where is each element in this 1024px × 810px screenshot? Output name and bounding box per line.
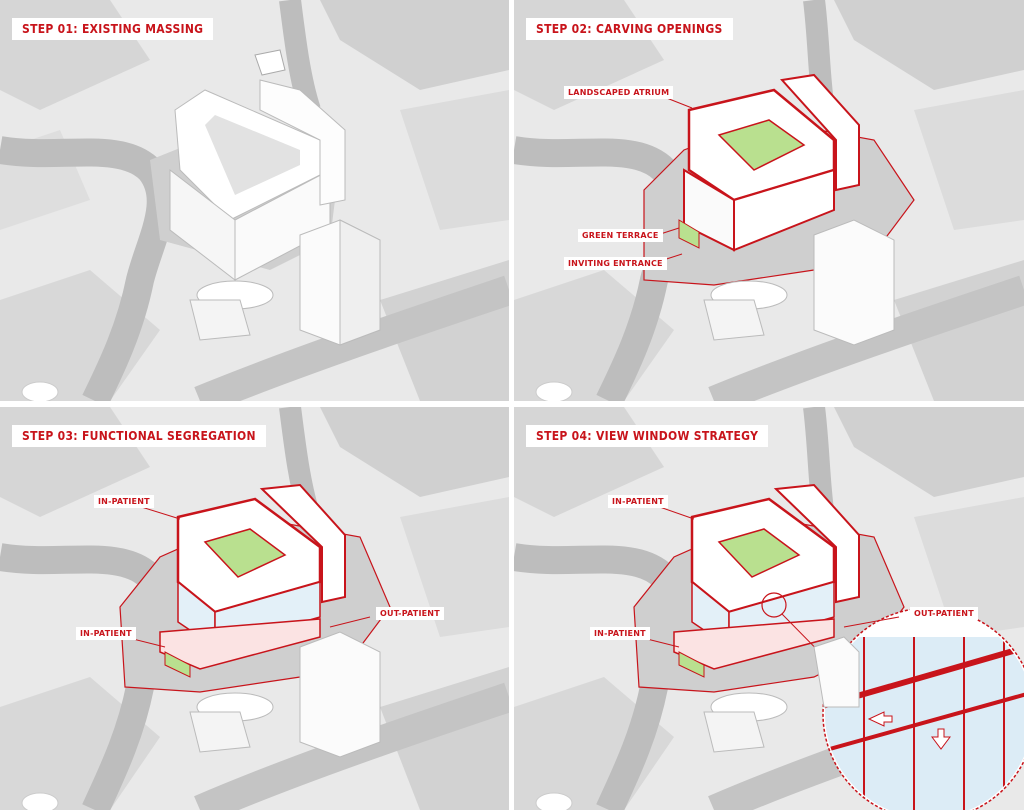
label-inviting-entrance: INVITING ENTRANCE xyxy=(564,257,667,270)
label-in-patient-top: IN-PATIENT xyxy=(94,495,154,508)
panel-step-04: STEP 04: VIEW WINDOW STRATEGY IN-PATIENT… xyxy=(514,407,1024,810)
detail-marker xyxy=(761,592,787,618)
label-landscaped-atrium: LANDSCAPED ATRIUM xyxy=(564,86,674,99)
segregated-massing xyxy=(159,483,346,678)
panel-step-02: STEP 02: CARVING OPENINGS LANDSCAPED ATR… xyxy=(514,0,1024,401)
neighbour-tower xyxy=(299,631,381,758)
existing-massing xyxy=(169,49,346,282)
road-south xyxy=(708,275,1024,401)
label-in-patient-top: IN-PATIENT xyxy=(608,495,668,508)
label-out-patient: OUT-PATIENT xyxy=(376,607,444,620)
step-title: STEP 03: FUNCTIONAL SEGREGATION xyxy=(12,425,266,447)
round-tank xyxy=(21,381,59,401)
site-drawing xyxy=(514,407,1024,810)
round-tank xyxy=(535,792,573,810)
road-south xyxy=(194,275,509,401)
panel-step-01: STEP 01: EXISTING MASSING xyxy=(0,0,509,401)
site-drawing xyxy=(514,0,1024,401)
window-detail-callout xyxy=(822,607,1024,810)
label-green-terrace: GREEN TERRACE xyxy=(578,229,663,242)
panel-step-03: STEP 03: FUNCTIONAL SEGREGATION IN-PATIE… xyxy=(0,407,509,810)
label-out-patient: OUT-PATIENT xyxy=(910,607,978,620)
site-drawing xyxy=(0,0,509,401)
pavilion xyxy=(703,692,788,753)
step-title: STEP 02: CARVING OPENINGS xyxy=(526,18,733,40)
step-title: STEP 01: EXISTING MASSING xyxy=(12,18,214,40)
step-title: STEP 04: VIEW WINDOW STRATEGY xyxy=(526,425,769,447)
carved-massing xyxy=(678,73,860,252)
pavilion xyxy=(189,692,274,753)
round-tank xyxy=(21,792,59,810)
label-in-patient-side: IN-PATIENT xyxy=(590,627,650,640)
round-tank xyxy=(535,381,573,401)
neighbour-tower xyxy=(813,219,895,346)
neighbour-tower xyxy=(299,219,381,346)
neighbour-tower xyxy=(813,636,860,708)
pavilion xyxy=(189,280,274,341)
window-massing xyxy=(673,483,860,678)
label-in-patient-side: IN-PATIENT xyxy=(76,627,136,640)
pavilion xyxy=(703,280,788,341)
